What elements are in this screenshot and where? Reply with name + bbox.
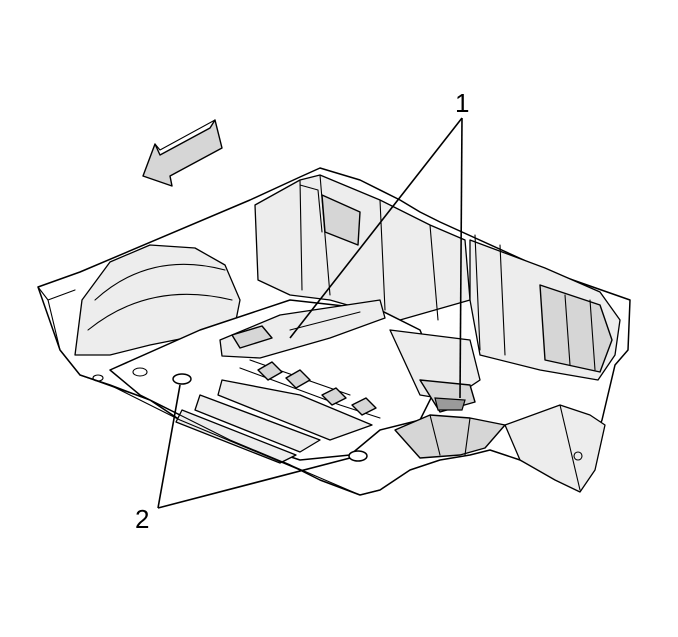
leader-line — [157, 457, 351, 509]
forward-direction-arrow-icon — [142, 119, 223, 187]
leader-line — [459, 117, 463, 399]
plug-hole — [348, 450, 368, 462]
carpet-assembly — [37, 167, 631, 496]
leader-line — [157, 384, 181, 509]
callout-2: 2 — [135, 384, 351, 534]
plug-hole — [172, 373, 192, 385]
callout-label-1: 1 — [455, 88, 469, 118]
callout-1: 1 — [289, 88, 469, 399]
callout-label-2: 2 — [135, 504, 149, 534]
leader-line — [289, 117, 463, 339]
